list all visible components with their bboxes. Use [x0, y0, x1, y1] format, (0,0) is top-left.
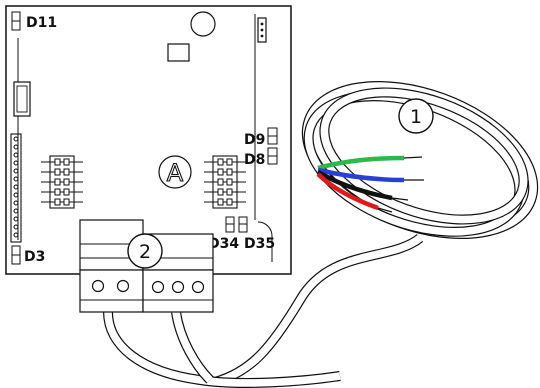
- black-wire: [316, 170, 393, 201]
- label-d34: D34: [208, 236, 239, 252]
- screw-3: [151, 280, 165, 294]
- screw-1: [91, 279, 105, 293]
- screw-4: [171, 280, 185, 294]
- terminal-block-2pin: [79, 269, 144, 313]
- led-d35: [238, 216, 248, 233]
- blue-wire: [317, 167, 405, 183]
- led-d11: [11, 11, 21, 31]
- left-2x5-header: [41, 155, 83, 209]
- round-component: [190, 11, 216, 37]
- label-d3: D3: [24, 249, 45, 265]
- led-d3: [11, 245, 21, 265]
- callout-cable: 1: [398, 98, 434, 134]
- cable-coil: [213, 81, 539, 387]
- led-d8: [267, 147, 278, 165]
- callout-2-text: 2: [139, 241, 151, 263]
- label-d35: D35: [244, 236, 275, 252]
- screw-5: [191, 280, 205, 294]
- right-2x5-header: [204, 155, 246, 209]
- label-d8: D8: [244, 152, 265, 168]
- board-mark-text: A: [167, 159, 184, 187]
- side-chip: [13, 81, 31, 117]
- red-wire: [316, 172, 379, 211]
- callout-connector: 2: [127, 233, 163, 269]
- terminal-cables: [103, 311, 341, 388]
- screw-2: [116, 279, 130, 293]
- left-pin-header: [10, 133, 22, 243]
- board-mark: A: [158, 155, 192, 189]
- label-d11: D11: [26, 15, 57, 31]
- led-d34: [225, 216, 235, 233]
- led-d9: [267, 127, 278, 145]
- controller-board: A D11 D3 D9 D8 D34: [5, 5, 292, 275]
- label-d9: D9: [244, 132, 265, 148]
- callout-1-text: 1: [410, 106, 422, 128]
- wire-tips: [377, 156, 424, 213]
- square-chip: [167, 43, 190, 62]
- green-wire: [317, 155, 405, 171]
- wire-bundle: [316, 155, 424, 213]
